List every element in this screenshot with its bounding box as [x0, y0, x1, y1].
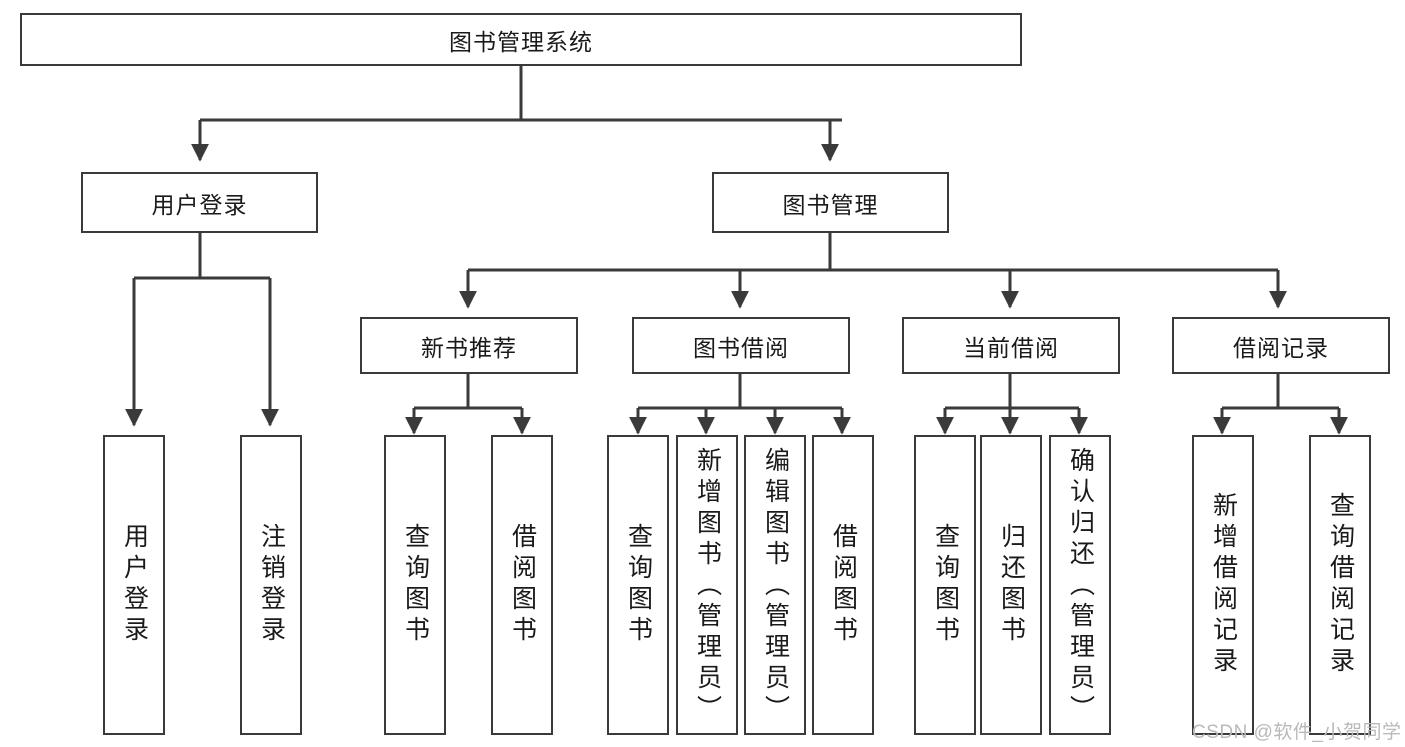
node-leaf-add-record-label: 新增借阅记录	[1209, 492, 1238, 678]
node-leaf-query-record[interactable]: 查询借阅记录	[1309, 435, 1371, 735]
node-root[interactable]: 图书管理系统	[20, 13, 1022, 66]
node-leaf-query-book-3-label: 查询图书	[931, 523, 960, 647]
node-leaf-user-login[interactable]: 用户登录	[103, 435, 165, 735]
node-leaf-logout[interactable]: 注销登录	[240, 435, 302, 735]
node-leaf-logout-label: 注销登录	[257, 523, 286, 647]
node-leaf-borrow-book-2-label: 借阅图书	[829, 523, 858, 647]
node-leaf-borrow-book-1[interactable]: 借阅图书	[491, 435, 553, 735]
node-leaf-borrow-book-2[interactable]: 借阅图书	[812, 435, 874, 735]
node-new-book-recommend[interactable]: 新书推荐	[360, 317, 578, 374]
node-leaf-query-book-2[interactable]: 查询图书	[607, 435, 669, 735]
node-leaf-query-book-3[interactable]: 查询图书	[914, 435, 976, 735]
node-leaf-query-book-1[interactable]: 查询图书	[384, 435, 446, 735]
node-leaf-add-book-label: 新增图书（管理员）	[693, 447, 722, 726]
node-leaf-confirm-return[interactable]: 确认归还（管理员）	[1049, 435, 1111, 735]
node-book-borrow[interactable]: 图书借阅	[632, 317, 850, 374]
node-leaf-return-book-label: 归还图书	[997, 523, 1026, 647]
node-book-management-label: 图书管理	[782, 191, 879, 218]
node-leaf-user-login-label: 用户登录	[120, 523, 149, 647]
node-book-management[interactable]: 图书管理	[712, 172, 949, 233]
node-user-login[interactable]: 用户登录	[81, 172, 318, 233]
node-leaf-add-record[interactable]: 新增借阅记录	[1192, 435, 1254, 735]
node-leaf-edit-book[interactable]: 编辑图书（管理员）	[744, 435, 806, 735]
node-leaf-query-record-label: 查询借阅记录	[1326, 492, 1355, 678]
node-leaf-confirm-return-label: 确认归还（管理员）	[1066, 447, 1095, 726]
node-leaf-add-book[interactable]: 新增图书（管理员）	[676, 435, 738, 735]
node-leaf-query-book-1-label: 查询图书	[401, 523, 430, 647]
node-leaf-query-book-2-label: 查询图书	[624, 523, 653, 647]
node-user-login-label: 用户登录	[151, 191, 248, 218]
node-borrow-record-label: 借阅记录	[1233, 334, 1329, 361]
node-book-borrow-label: 图书借阅	[693, 334, 789, 361]
node-borrow-record[interactable]: 借阅记录	[1172, 317, 1390, 374]
node-root-label: 图书管理系统	[449, 28, 593, 55]
watermark: CSDN @软件_小贺同学	[1192, 722, 1402, 743]
node-current-borrow-label: 当前借阅	[963, 334, 1059, 361]
node-new-book-recommend-label: 新书推荐	[421, 334, 517, 361]
node-leaf-return-book[interactable]: 归还图书	[980, 435, 1042, 735]
node-current-borrow[interactable]: 当前借阅	[902, 317, 1120, 374]
node-leaf-edit-book-label: 编辑图书（管理员）	[761, 447, 790, 726]
node-leaf-borrow-book-1-label: 借阅图书	[508, 523, 537, 647]
